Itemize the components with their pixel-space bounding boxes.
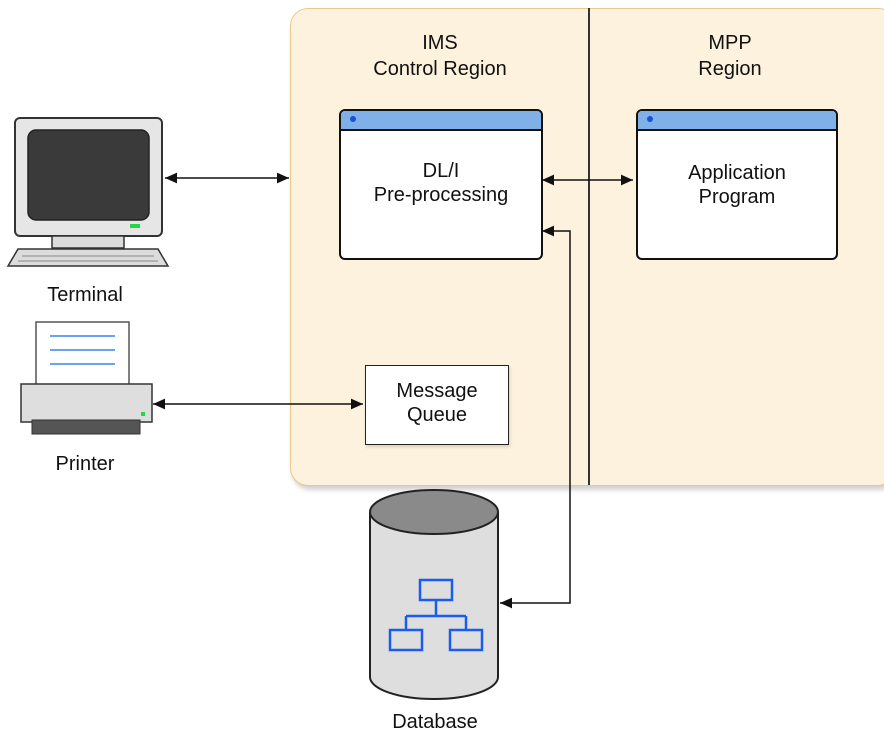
ims-region-title-line1: IMS xyxy=(422,32,458,54)
desktop-computer-icon xyxy=(6,117,170,267)
dli-to-database-arrow xyxy=(500,225,571,609)
mpp-region-title: MPP Region xyxy=(640,30,820,82)
application-program-box: Application Program xyxy=(636,109,838,260)
region-divider xyxy=(588,8,590,485)
queue-label-line2: Queue xyxy=(406,404,468,426)
mpp-region-title-line1: MPP xyxy=(708,32,752,54)
ims-region-title-line2: Control Region xyxy=(373,58,507,80)
queue-label-line1: Message xyxy=(396,380,478,402)
hierarchy-tree-icon xyxy=(388,578,484,652)
dli-label-line2: Pre-processing xyxy=(373,184,509,206)
terminal-label: Terminal xyxy=(47,284,123,306)
queue-label: Message Queue xyxy=(366,379,508,427)
app-label-line1: Application xyxy=(688,162,786,184)
app-label-line2: Program xyxy=(698,186,776,208)
dli-window-titlebar xyxy=(341,111,541,131)
app-window-titlebar xyxy=(638,111,836,131)
dli-label: DL/I Pre-processing xyxy=(341,159,541,207)
ims-region-title: IMS Control Region xyxy=(340,30,540,82)
window-dot-icon xyxy=(647,116,653,122)
mpp-region-title-line2: Region xyxy=(698,58,762,80)
database-cylinder-icon xyxy=(369,489,499,700)
printer-icon xyxy=(20,321,153,435)
printer-label: Printer xyxy=(55,453,115,475)
database-label: Database xyxy=(392,711,478,733)
dli-label-line1: DL/I xyxy=(422,160,460,182)
app-label: Application Program xyxy=(638,161,836,209)
message-queue-box: Message Queue xyxy=(365,365,509,445)
window-dot-icon xyxy=(350,116,356,122)
